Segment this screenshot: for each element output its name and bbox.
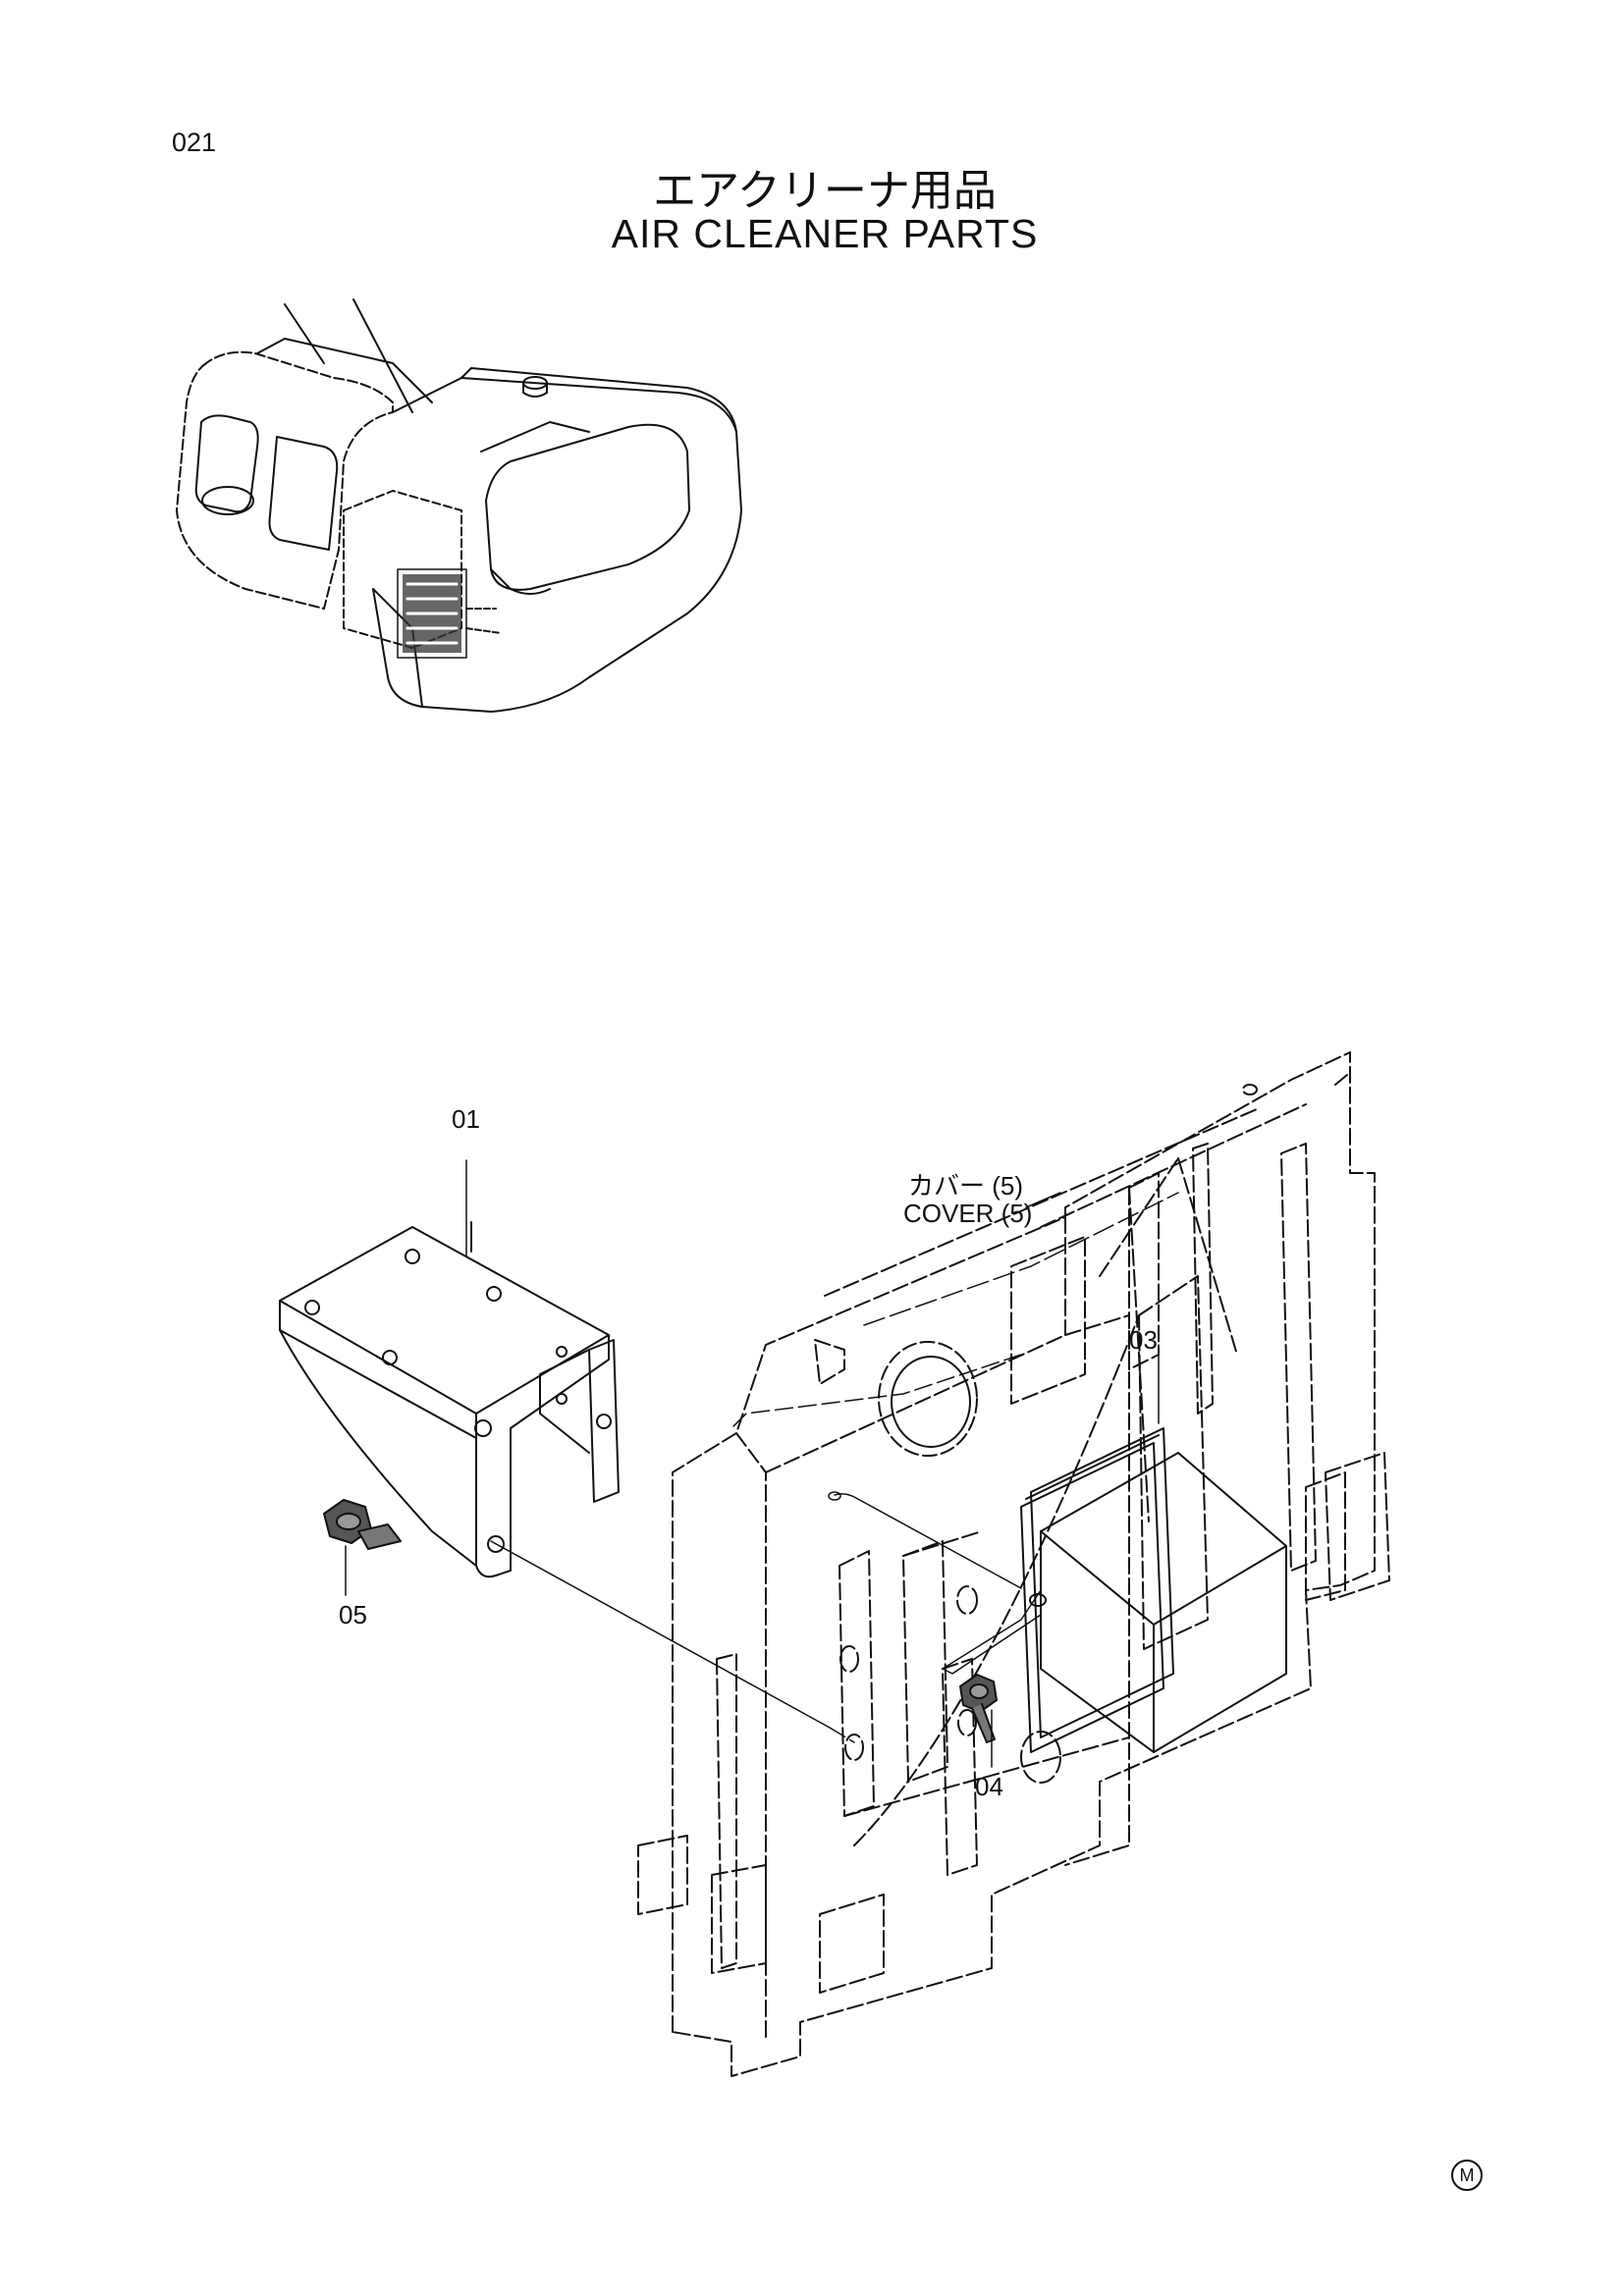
callout-03: 03 bbox=[1129, 1325, 1158, 1355]
part-04-bolt bbox=[959, 1674, 998, 1768]
machine-overview bbox=[176, 298, 742, 713]
callout-05: 05 bbox=[339, 1600, 367, 1629]
part-05-bolt bbox=[323, 1499, 402, 1596]
part-01-bracket bbox=[279, 1159, 620, 1578]
cover-label-en: COVER (5) bbox=[903, 1199, 1033, 1228]
title-japanese: エアクリーナ用品 bbox=[653, 166, 997, 216]
frame-panel bbox=[637, 1051, 1390, 2077]
part-03-cover bbox=[1020, 1344, 1287, 1753]
callout-04: 04 bbox=[975, 1772, 1003, 1801]
page-number: 021 bbox=[172, 128, 217, 157]
cover-label-jp: カバー (5) bbox=[908, 1171, 1024, 1201]
assembly-lines bbox=[490, 1192, 1179, 1743]
frame-opening bbox=[878, 1341, 978, 1457]
manual-mark-icon: M bbox=[1451, 2160, 1483, 2191]
callout-01: 01 bbox=[452, 1104, 480, 1134]
title-english: AIR CLEANER PARTS bbox=[611, 211, 1039, 256]
